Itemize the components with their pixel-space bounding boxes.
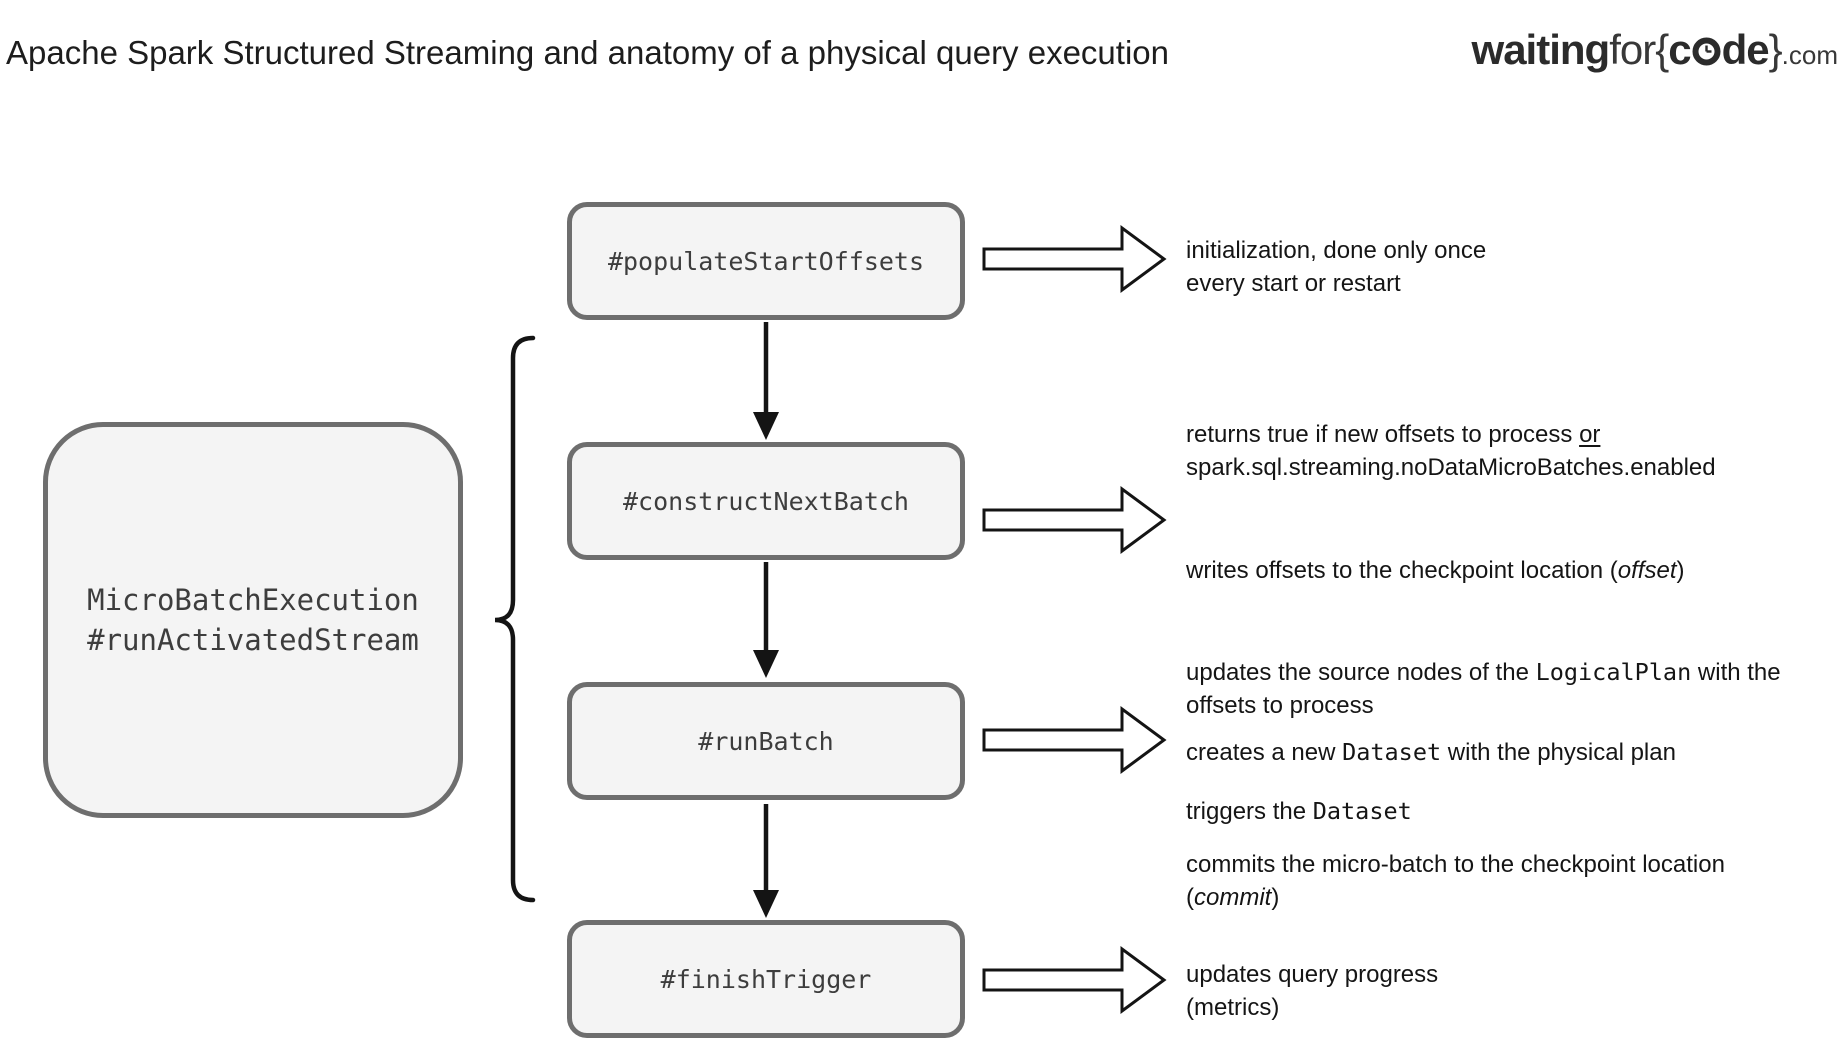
right-arrow-constructnextbatch (982, 486, 1167, 554)
note-constructnextbatch-writes: writes offsets to the checkpoint locatio… (1186, 554, 1684, 587)
right-arrow-runbatch (982, 706, 1167, 774)
note-line: updates the source nodes of the LogicalP… (1186, 658, 1781, 686)
note-line: commits the micro-batch to the checkpoin… (1186, 851, 1725, 878)
step-label: #constructNextBatch (623, 486, 909, 516)
curly-brace (494, 335, 536, 903)
clock-icon (1692, 37, 1721, 66)
step-label: #finishTrigger (660, 964, 872, 994)
right-arrow-populatestartoffsets (982, 225, 1167, 293)
note-line: creates a new Dataset with the physical … (1186, 738, 1676, 766)
note-line: (commit) (1186, 884, 1280, 911)
note-line: offsets to process (1186, 692, 1374, 719)
note-constructnextbatch-returns: returns true if new offsets to process o… (1186, 418, 1716, 484)
logo-code-end: de (1721, 26, 1770, 73)
logo-for: for (1609, 26, 1656, 73)
note-finishtrigger: updates query progress (metrics) (1186, 958, 1438, 1024)
page-title: Apache Spark Structured Streaming and an… (6, 34, 1169, 71)
microbatchexecution-class-label: MicroBatchExecution (87, 583, 419, 617)
step-box-constructnextbatch: #constructNextBatch (567, 442, 965, 560)
down-arrow-3 (753, 804, 779, 918)
logo-tld: .com (1781, 40, 1838, 70)
step-box-populatestartoffsets: #populateStartOffsets (567, 202, 965, 320)
note-runbatch-updates: updates the source nodes of the LogicalP… (1186, 656, 1781, 722)
step-box-runbatch: #runBatch (567, 682, 965, 800)
logo-waiting: waiting (1471, 26, 1611, 73)
logo-open-brace: { (1655, 26, 1669, 73)
brand-logo: waiting for { c de } .com (1472, 26, 1838, 74)
logo-close-brace: } (1768, 26, 1783, 73)
note-runbatch-triggers: triggers the Dataset (1186, 795, 1412, 828)
note-line: initialization, done only once (1186, 237, 1487, 264)
runactivatedstream-method-label: #runActivatedStream (87, 623, 419, 657)
right-arrow-finishtrigger (982, 946, 1167, 1014)
down-arrow-1 (753, 322, 779, 440)
microbatchexecution-box: MicroBatchExecution #runActivatedStream (43, 422, 463, 818)
note-runbatch-creates: creates a new Dataset with the physical … (1186, 736, 1676, 769)
logo-code-start: c (1668, 26, 1691, 73)
note-line: triggers the Dataset (1186, 797, 1412, 825)
note-line: updates query progress (1186, 961, 1439, 988)
note-line: every start or restart (1186, 270, 1401, 297)
note-populatestartoffsets: initialization, done only once every star… (1186, 234, 1486, 300)
step-box-finishtrigger: #finishTrigger (567, 920, 965, 1038)
note-line: returns true if new offsets to process o… (1186, 421, 1601, 448)
note-line: writes offsets to the checkpoint locatio… (1186, 557, 1685, 584)
note-runbatch-commits: commits the micro-batch to the checkpoin… (1186, 848, 1725, 914)
step-label: #runBatch (698, 726, 834, 756)
note-line: (metrics) (1186, 994, 1280, 1021)
note-line: spark.sql.streaming.noDataMicroBatches.e… (1186, 454, 1716, 481)
down-arrow-2 (753, 562, 779, 678)
step-label: #populateStartOffsets (607, 246, 925, 276)
